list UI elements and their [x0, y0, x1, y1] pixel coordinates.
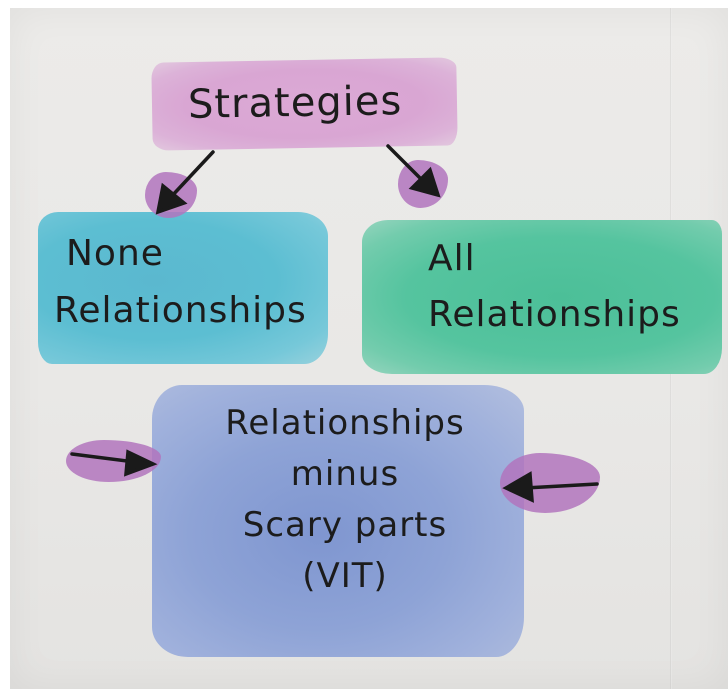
arrow-right-to-vit — [502, 471, 599, 503]
arrow-strategies-to-none — [155, 150, 215, 215]
vit-line-3: Scary parts — [242, 505, 448, 545]
all-relationships-line-1: All — [428, 238, 476, 279]
all-relationships-line-2: Relationships — [428, 294, 681, 335]
arrow-strategies-to-all — [386, 144, 441, 198]
strategies-title: Strategies — [187, 78, 403, 128]
vit-line-1: Relationships — [225, 403, 465, 443]
vit-line-4: (VIT) — [302, 556, 388, 596]
arrow-left-to-vit — [70, 449, 158, 477]
vit-wash — [152, 385, 524, 657]
vit-line-2: minus — [290, 454, 400, 494]
none-relationships-wash — [38, 212, 328, 364]
none-relationships-line-1: None — [66, 233, 164, 274]
all-relationships-wash — [362, 220, 722, 374]
none-relationships-line-2: Relationships — [54, 290, 307, 331]
vit-node-text: Relationships minus Scary parts (VIT) — [190, 398, 500, 602]
